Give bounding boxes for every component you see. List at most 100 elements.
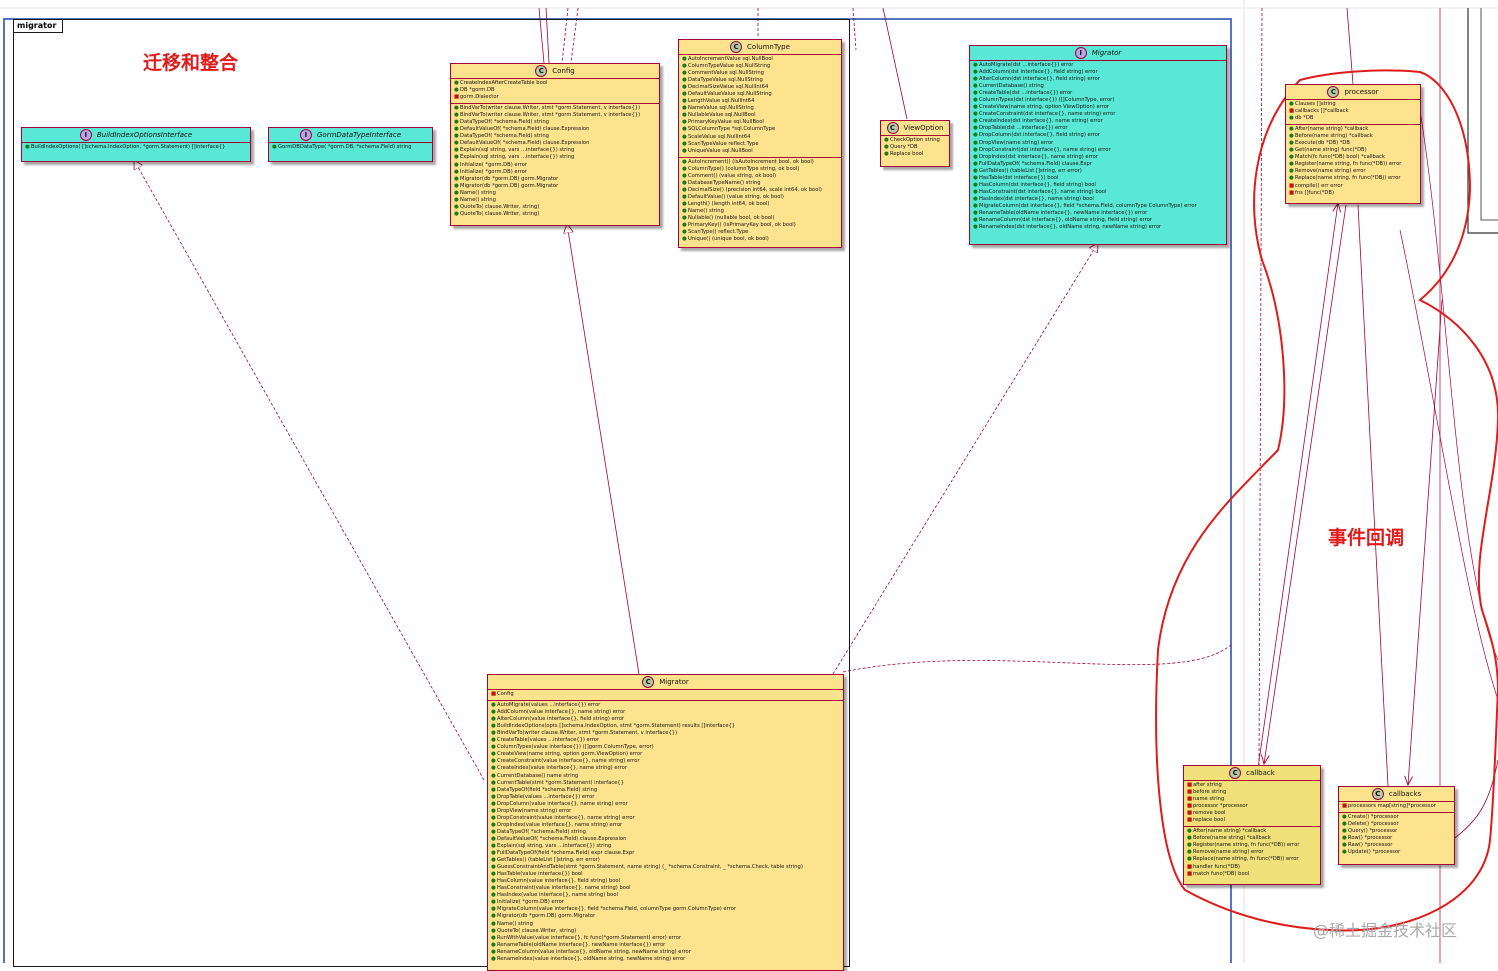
class-member: ■Config: [491, 691, 840, 698]
public-icon: ●: [491, 871, 496, 878]
member-text: before string: [1193, 789, 1227, 796]
member-text: ColumnTypes(value interface{}) ([]gorm.C…: [497, 744, 654, 751]
class-member: ●DropView(name string) error: [973, 140, 1223, 147]
member-text: DefaultValueOf( *schema.Field) clause.Ex…: [460, 126, 590, 133]
class-member: ●CreateConstraint(dst interface{}, name …: [973, 111, 1223, 118]
member-text: DropColumn(dst interface{}, field string…: [979, 132, 1101, 139]
class-member: ●AutoIncrementValue sql.NullBool: [682, 56, 838, 63]
member-text: Initialize( *gorm.DB) error: [460, 161, 527, 168]
public-icon: ●: [682, 77, 687, 84]
public-icon: ●: [454, 182, 459, 189]
public-icon: ●: [682, 165, 687, 172]
member-text: Before(name string) *callback: [1193, 835, 1271, 842]
public-icon: ●: [272, 144, 277, 150]
edge-dependency: [842, 643, 1233, 673]
member-text: Initialize( *gorm.DB) error: [460, 168, 527, 175]
member-text: Query() *processor: [1348, 828, 1398, 835]
public-icon: ●: [682, 70, 687, 77]
member-text: DropIndex(value interface{}, name string…: [497, 821, 623, 828]
public-icon: ●: [682, 126, 687, 133]
member-text: Explain(sql string, vars ...interface{})…: [460, 147, 575, 154]
private-icon: ■: [1187, 870, 1193, 877]
public-icon: ●: [682, 140, 687, 147]
member-text: Match(fc func(*DB) bool) *callback: [1295, 154, 1385, 161]
class-buildindexoptionsinterface[interactable]: I BuildIndexOptionsInterface ●BuildIndexOp…: [21, 127, 251, 162]
class-member: ■fns []func(*DB): [1289, 190, 1417, 197]
member-text: DataTypeOf( *schema.Field) string: [460, 119, 549, 126]
class-member: ●GetTables() (tableList []string, err er…: [491, 857, 840, 864]
public-icon: ●: [491, 758, 496, 765]
class-member: ●Create() *processor: [1342, 814, 1451, 821]
public-icon: ●: [491, 885, 496, 892]
class-member: ●Replace bool: [884, 151, 946, 158]
class-member: ●QuoteTo( clause.Writer, string): [454, 211, 656, 218]
public-icon: ●: [491, 948, 496, 955]
public-icon: ●: [491, 835, 496, 842]
member-text: Migrator(db *gorm.DB) gorm.Migrator: [460, 182, 559, 189]
member-text: HasIndex(value interface{}, name string)…: [497, 892, 618, 899]
interface-icon: I: [299, 129, 312, 141]
class-member: ●Get(name string) func(*DB): [1289, 147, 1417, 154]
member-text: LengthValue sql.NullInt64: [688, 98, 755, 105]
member-text: Length() (length int64, ok bool): [688, 200, 770, 207]
class-member: ●Initialize( *gorm.DB) error: [491, 899, 840, 906]
member-text: CreateConstraint(value interface{}, name…: [497, 758, 640, 765]
public-icon: ●: [1342, 828, 1347, 835]
member-text: Initialize( *gorm.DB) error: [497, 899, 564, 906]
class-member: ●HasColumn(value interface{}, field stri…: [491, 878, 840, 885]
member-text: CreateTable(values ...interface{}) error: [497, 737, 600, 744]
member-text: callbacks []*callback: [1295, 108, 1349, 115]
public-icon: ●: [1187, 849, 1192, 856]
public-icon: ●: [1289, 133, 1294, 140]
class-member: ●DropView(name string) error: [491, 808, 840, 815]
member-text: ScanTypeValue reflect.Type: [688, 140, 759, 147]
member-text: ScaleValue sql.NullInt64: [688, 133, 751, 140]
public-icon: ●: [491, 857, 496, 864]
public-icon: ●: [973, 83, 978, 90]
member-text: ScanType() reflect.Type: [688, 229, 749, 236]
class-member: ●Remove(name string) error: [1187, 849, 1317, 856]
member-text: fns []func(*DB): [1295, 189, 1334, 196]
public-icon: ●: [1289, 161, 1294, 168]
class-section: ■processors map[string]*processor: [1339, 802, 1454, 814]
class-member: ●BuildIndexOptions(opts []schema.IndexOp…: [491, 723, 840, 730]
edge-implements-migrator: [832, 243, 1098, 675]
member-text: Replace(name string, fn func(*DB)) error: [1295, 175, 1401, 182]
member-text: DatabaseTypeName() string: [688, 179, 761, 186]
class-member: ●ScanType() reflect.Type: [682, 229, 838, 236]
public-icon: ●: [1289, 168, 1294, 175]
member-text: UniqueValue sql.NullBool: [688, 147, 753, 154]
public-icon: ●: [491, 899, 496, 906]
class-member: ●CreateConstraint(value interface{}, nam…: [491, 758, 840, 765]
interface-icon: I: [79, 129, 92, 141]
class-member: ●DecimalSize() (precision int64, scale i…: [682, 187, 838, 194]
class-member: ●NameValue sql.NullString: [682, 105, 838, 112]
class-member: ■handler func(*DB): [1187, 864, 1317, 871]
public-icon: ●: [973, 160, 978, 167]
class-member: ●BuildIndexOptions( []schema.IndexOption…: [25, 144, 247, 151]
member-text: DataTypeOf( *schema.Field) string: [460, 133, 549, 140]
public-icon: ●: [682, 172, 687, 179]
member-text: After(name string) *callback: [1193, 828, 1267, 835]
class-member: ●CurrentTable(stmt *gorm.Statement) inte…: [491, 780, 840, 787]
class-name: BuildIndexOptionsInterface: [96, 130, 193, 139]
public-icon: ●: [1187, 842, 1192, 849]
partial-frame: [1467, 8, 1498, 234]
public-icon: ●: [973, 202, 978, 209]
class-member: ●HasIndex(value interface{}, name string…: [491, 892, 840, 899]
class-member: ●DefaultValueValue sql.NullString: [682, 91, 838, 98]
member-text: Remove(name string) error: [1193, 849, 1264, 856]
member-text: Raw() *processor: [1348, 842, 1393, 849]
public-icon: ●: [454, 196, 459, 203]
